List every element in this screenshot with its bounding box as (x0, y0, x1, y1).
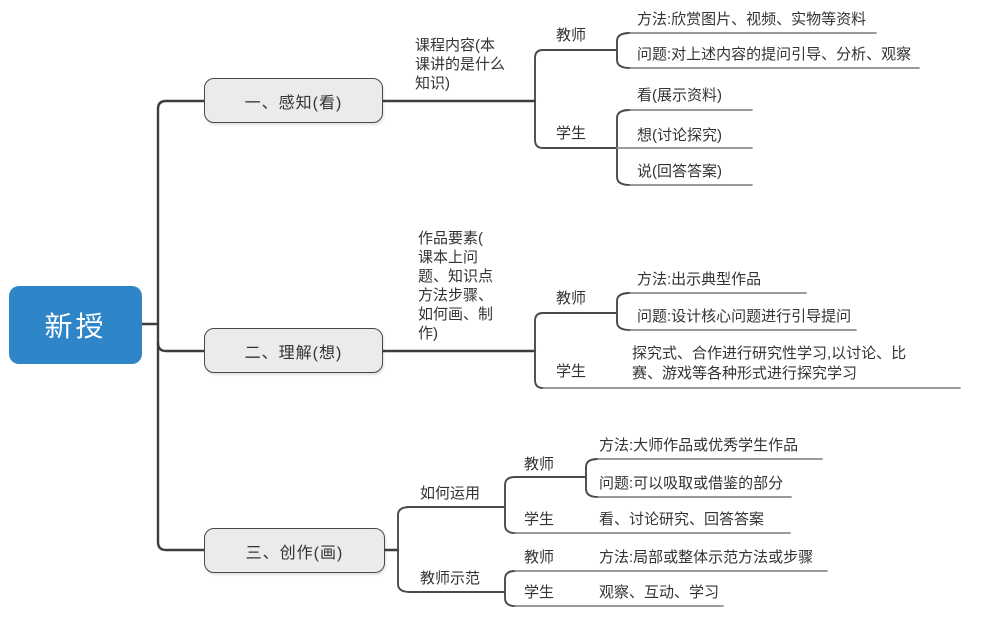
branch2-teacher-label: 教师 (556, 290, 587, 307)
branch1-note-line3: 知识) (415, 75, 450, 92)
branch2-teacher-method: 方法:出示典型作品 (637, 271, 762, 288)
branch1-note-line1: 课程内容(本 (415, 37, 495, 54)
branch3-demo-label: 教师示范 (420, 570, 481, 587)
branch2-node-label: 二、理解(想) (244, 344, 343, 362)
branch1-student-item-think: 想(讨论探究) (637, 127, 722, 144)
branch1-student-item-look: 看(展示资料) (637, 87, 722, 104)
branch2-note-line3: 题、知识点 (418, 268, 494, 285)
branch3-usage-student-label: 学生 (524, 511, 555, 528)
branch1-teacher-method: 方法:欣赏图片、视频、实物等资料 (637, 11, 867, 28)
branch3-usage-label: 如何运用 (420, 485, 481, 502)
branch3-demo-student-label: 学生 (524, 584, 555, 601)
branch2-note-line2: 课本上问 (418, 249, 479, 266)
branch1-node-label: 一、感知(看) (244, 94, 343, 112)
branch2-note: 作品要素( 课本上问 题、知识点 方法步骤、 如何画、制 作) (418, 229, 493, 343)
branch3-demo-teacher-label: 教师 (524, 549, 555, 566)
branch2-student-text: 探究式、合作进行研究性学习,以讨论、比赛、游戏等各种形式进行探究学习 (632, 345, 907, 382)
branch3-node[interactable]: 三、创作(画) (204, 528, 385, 573)
branch2-teacher-question: 问题:设计核心问题进行引导提问 (637, 308, 852, 325)
branch2-note-line4: 方法步骤、 (418, 287, 494, 304)
branch1-student-label: 学生 (556, 125, 587, 142)
branch2-note-line6: 作) (418, 325, 438, 342)
branch3-usage-teacher-question: 问题:可以吸取或借鉴的部分 (599, 475, 784, 492)
branch1-note: 课程内容(本 课讲的是什么 知识) (415, 36, 505, 93)
branch3-node-label: 三、创作(画) (245, 544, 344, 562)
branch2-student-label: 学生 (556, 363, 587, 380)
branch2-note-line1: 作品要素( (418, 230, 483, 247)
branch3-demo-student-text: 观察、互动、学习 (599, 584, 720, 601)
branch3-usage-teacher-method: 方法:大师作品或优秀学生作品 (599, 437, 799, 454)
branch3-demo-teacher-text: 方法:局部或整体示范方法或步骤 (599, 549, 814, 566)
branch2-note-line5: 如何画、制 (418, 306, 494, 323)
branch3-usage-student-text: 看、讨论研究、回答答案 (599, 511, 765, 528)
root-node[interactable]: 新授 (9, 286, 142, 364)
branch1-teacher-label: 教师 (556, 27, 587, 44)
branch1-node[interactable]: 一、感知(看) (204, 78, 383, 123)
branch3-usage-teacher-label: 教师 (524, 456, 555, 473)
branch1-note-line2: 课讲的是什么 (415, 56, 506, 73)
trunk-connectors (140, 99, 206, 552)
branch2-node[interactable]: 二、理解(想) (204, 328, 383, 373)
branch1-teacher-question: 问题:对上述内容的提问引导、分析、观察 (637, 46, 912, 63)
branch1-student-item-say: 说(回答答案) (637, 163, 722, 180)
root-node-label: 新授 (44, 311, 107, 342)
